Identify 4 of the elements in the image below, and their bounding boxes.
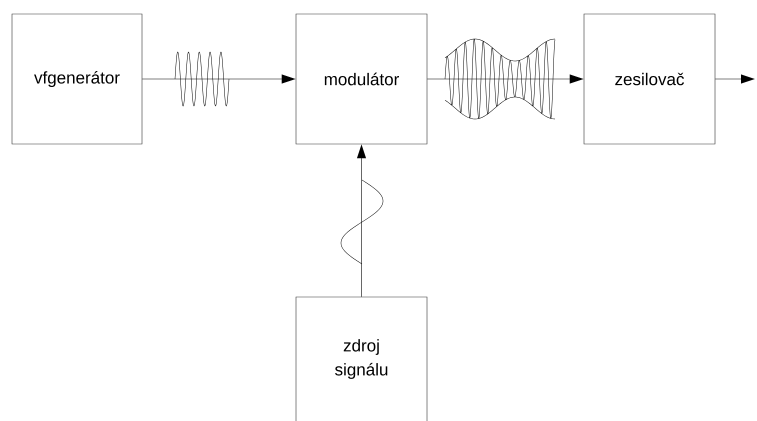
block-box: modulátor — [296, 14, 428, 144]
block-box: zesilovač — [584, 14, 716, 144]
block-box: vfgenerátor — [12, 14, 142, 144]
block-box: zdroj signálu — [296, 296, 428, 421]
